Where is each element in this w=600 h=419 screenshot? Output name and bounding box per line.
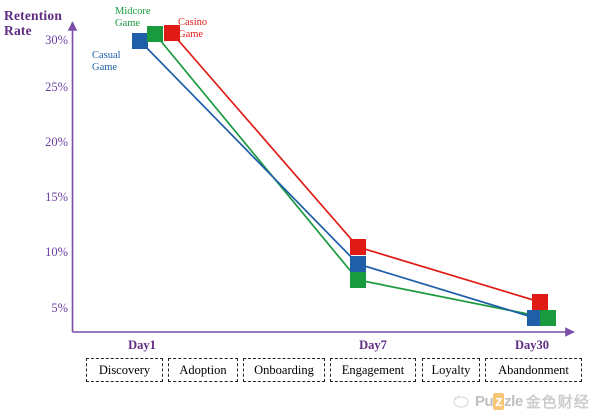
data-point-midcore-day1[interactable]	[147, 26, 163, 42]
y-axis-title: Retention Rate	[4, 8, 76, 38]
data-point-casual-day1[interactable]	[132, 33, 148, 49]
x-tick-label-day1: Day1	[128, 338, 156, 352]
y-tick-label-15: 15%	[45, 190, 68, 204]
y-tick-label-30: 30%	[45, 33, 68, 47]
series-label-casual: Casual Game	[92, 50, 121, 73]
y-tick-label-20: 20%	[45, 135, 68, 149]
data-point-midcore-day30[interactable]	[540, 310, 556, 326]
data-point-casino-day1[interactable]	[164, 25, 180, 41]
stage-box-abandonment[interactable]: Abandonment	[485, 358, 582, 382]
x-tick-label-day7: Day7	[359, 338, 387, 352]
y-axis-title-line1: Retention	[4, 8, 63, 23]
data-point-midcore-day7[interactable]	[350, 272, 366, 288]
data-point-casino-day7[interactable]	[350, 239, 366, 255]
stage-box-onboarding[interactable]: Onboarding	[243, 358, 325, 382]
stage-box-engagement[interactable]: Engagement	[330, 358, 416, 382]
stage-box-discovery[interactable]: Discovery	[86, 358, 163, 382]
y-tick-label-10: 10%	[45, 245, 68, 259]
data-point-casual-day30[interactable]	[527, 310, 543, 326]
stage-box-row: Discovery Adoption Onboarding Engagement…	[0, 358, 600, 384]
stage-box-adoption[interactable]: Adoption	[168, 358, 238, 382]
series-label-midcore: Midcore Game	[115, 6, 151, 29]
y-tick-label-5: 5%	[51, 301, 68, 315]
series-line-casual	[139, 40, 536, 319]
y-axis-title-line2: Rate	[4, 23, 32, 38]
data-point-casino-day30[interactable]	[532, 294, 548, 310]
stage-box-loyalty[interactable]: Loyalty	[422, 358, 480, 382]
data-point-casual-day7[interactable]	[350, 256, 366, 272]
y-tick-label-25: 25%	[45, 80, 68, 94]
series-label-casino: Casino Game	[178, 17, 208, 40]
x-tick-label-day30: Day30	[514, 338, 550, 352]
